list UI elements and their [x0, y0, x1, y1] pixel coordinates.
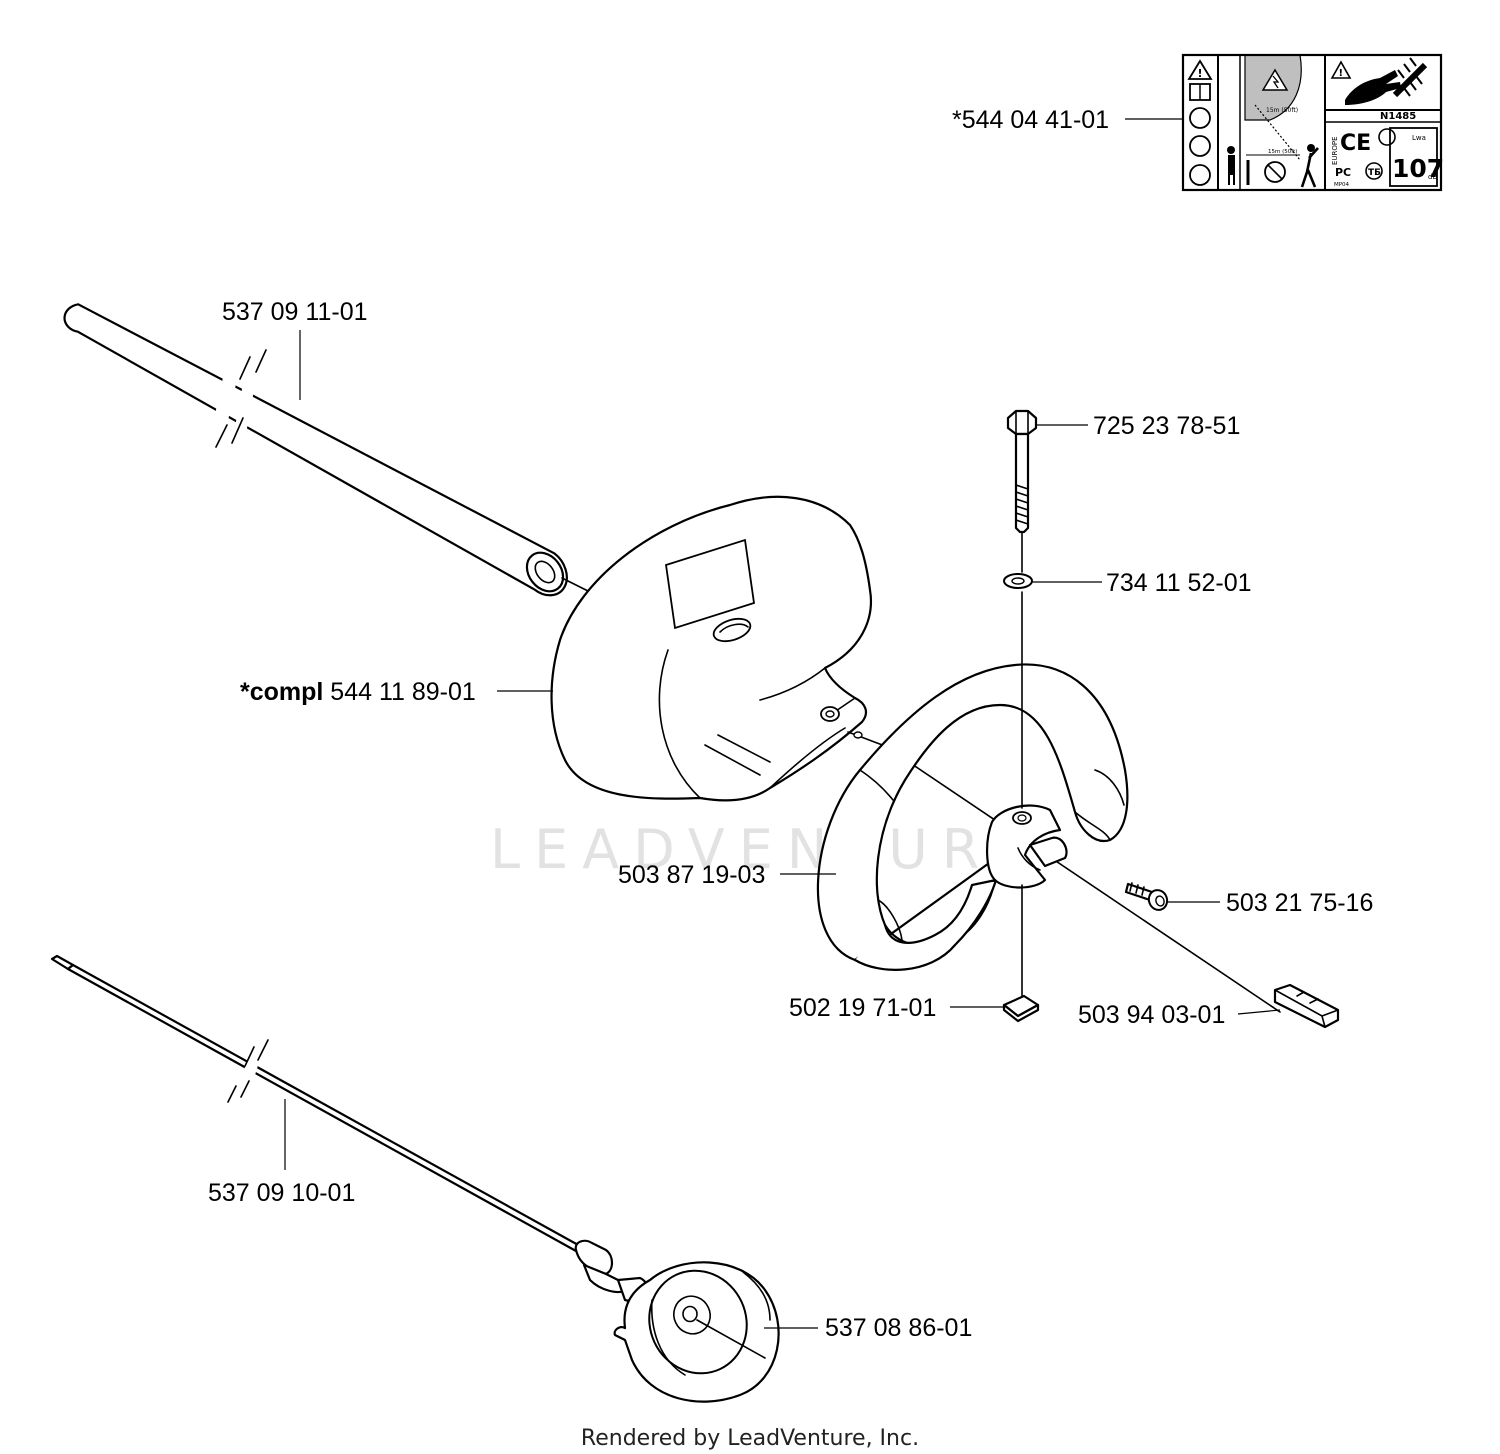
ce-mark: CE — [1340, 131, 1371, 156]
loop-handle — [816, 663, 1129, 971]
label-544-04-41-01: *544 04 41-01 — [952, 106, 1109, 134]
decal-db-value: 107 — [1392, 154, 1444, 183]
ear-protection-icon — [1189, 135, 1211, 157]
engine-icon — [1378, 128, 1396, 146]
decal-db-unit: dB — [1428, 173, 1437, 181]
label-537-08-86-01: 537 08 86-01 — [825, 1314, 972, 1342]
decal-code: MP04 — [1334, 182, 1350, 188]
electric-warning-icon — [1261, 68, 1289, 91]
washer — [1003, 573, 1033, 589]
sound-level-box — [1389, 127, 1438, 187]
person-icon — [1227, 146, 1235, 154]
svg-text:!: ! — [1339, 68, 1344, 79]
decal-europe: EUROPE — [1331, 136, 1339, 165]
label-503-87-19-03: 503 87 19-03 — [618, 861, 765, 889]
blade-warning-icon — [1330, 60, 1352, 79]
label-537-09-11-01: 537 09 11-01 — [222, 298, 368, 326]
label-725-23-78-51: 725 23 78-51 — [1093, 412, 1240, 440]
gost-mark: PC — [1335, 166, 1351, 179]
operator-icon — [1307, 144, 1315, 152]
label-compl-number: 544 11 89-01 — [323, 678, 475, 706]
warning-decal: ! 15m (50ft) 15m (50ft) ! N1485 EUROPE C… — [1181, 53, 1444, 192]
gost-mark-2: TБ — [1368, 168, 1381, 178]
warning-triangle-icon — [1187, 59, 1213, 80]
square-nut — [1002, 994, 1040, 1023]
leader-lines — [284, 118, 1281, 1329]
footer-credit: Rendered by LeadVenture, Inc. — [581, 1426, 919, 1451]
decal-mark: N1485 — [1380, 111, 1416, 122]
label-503-21-75-16: 503 21 75-16 — [1226, 889, 1373, 917]
shaft-center-line — [887, 747, 1281, 1013]
shaft-guard — [550, 495, 886, 802]
screw — [1124, 882, 1169, 911]
decal-lwa: Lwa — [1412, 134, 1426, 142]
label-503-94-03-01: 503 94 03-01 — [1078, 1001, 1225, 1029]
spacer — [1273, 983, 1340, 1029]
bolt — [1006, 409, 1038, 534]
prohibited-icon — [1264, 161, 1286, 183]
part-labels: *544 04 41-01 537 09 11-01 725 23 78-51 … — [208, 106, 1373, 1342]
svg-text:!: ! — [1198, 67, 1203, 80]
decal-distance-1: 15m (50ft) — [1266, 107, 1298, 114]
shaft-tube — [63, 303, 591, 597]
helmet-icon — [1189, 107, 1211, 129]
label-537-09-10-01: 537 09 10-01 — [208, 1179, 355, 1207]
hand-icon — [1345, 70, 1401, 105]
watermark-text: LEADVENTURE — [490, 818, 1041, 881]
decal-distance-2: 15m (50ft) — [1268, 149, 1297, 155]
bearing-housing — [574, 1239, 780, 1403]
gloves-icon — [1189, 164, 1211, 186]
label-544-11-89-01: *compl 544 11 89-01 — [240, 678, 476, 706]
label-compl-prefix: *compl — [240, 678, 323, 706]
label-502-19-71-01: 502 19 71-01 — [789, 994, 936, 1022]
label-734-11-52-01: 734 11 52-01 — [1106, 569, 1252, 597]
